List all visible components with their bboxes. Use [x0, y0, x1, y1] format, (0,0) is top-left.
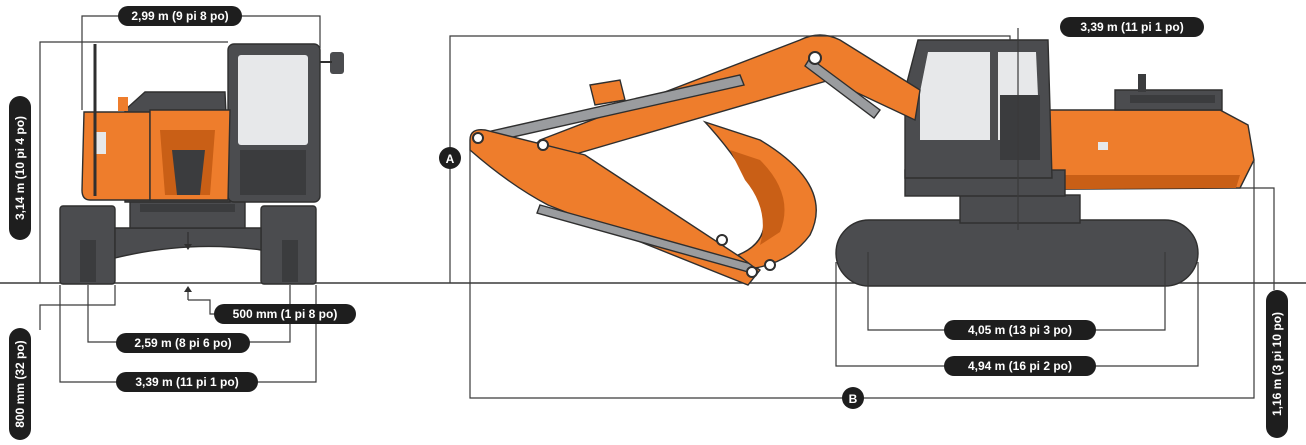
label-tumbler-distance-text: 4,05 m (13 pi 3 po)	[968, 323, 1072, 337]
front-view-excavator	[59, 43, 344, 300]
mirror	[330, 52, 344, 74]
label-machine-width-text: 2,99 m (9 pi 8 po)	[131, 9, 228, 23]
dim-counterweight-clearance	[1236, 187, 1275, 290]
pin-bucket	[746, 266, 758, 278]
label-cab-height: 3,39 m (11 pi 1 po)	[1060, 17, 1204, 37]
boom-cylinder-barrel	[589, 79, 626, 106]
exhaust	[1138, 74, 1146, 92]
bucket-shade	[730, 150, 785, 245]
engine-grille	[1130, 95, 1215, 103]
label-shoe-width-text: 800 mm (32 po)	[13, 340, 27, 427]
label-track-gauge-text: 2,59 m (8 pi 6 po)	[134, 336, 231, 350]
side-track	[835, 219, 1199, 287]
pin-bucket-b	[764, 259, 776, 271]
pin-bucket-link	[716, 234, 728, 246]
boom-lift-cylinder	[804, 56, 881, 119]
label-ground-clearance: 500 mm (1 pi 8 po)	[214, 304, 356, 324]
front-boom	[81, 111, 151, 201]
label-undercarriage-width: 3,39 m (11 pi 1 po)	[116, 372, 258, 392]
pin-arm-boom	[537, 139, 549, 151]
operator-seat	[1000, 95, 1040, 160]
right-track-detail	[282, 240, 298, 282]
label-machine-width: 2,99 m (9 pi 8 po)	[118, 6, 242, 26]
label-track-length: 4,94 m (16 pi 2 po)	[944, 356, 1096, 376]
side-view-excavator	[469, 34, 1255, 287]
label-height-text: 3,14 m (10 pi 4 po)	[13, 116, 27, 220]
front-light	[118, 97, 128, 111]
marker-a-text: A	[446, 152, 455, 166]
left-track-detail	[80, 240, 96, 282]
label-cab-height-text: 3,39 m (11 pi 1 po)	[1080, 20, 1183, 34]
side-carbody	[959, 194, 1081, 224]
marker-b-text: B	[849, 392, 858, 406]
side-cab-window	[920, 52, 990, 140]
dim-ground-clearance	[188, 299, 215, 315]
front-cab-window	[238, 55, 308, 145]
bearing-ring	[140, 204, 235, 212]
dim-height	[39, 41, 228, 283]
label-counterweight-clearance: 1,16 m (3 pi 10 po)	[1266, 290, 1288, 438]
label-undercarriage-width-text: 3,39 m (11 pi 1 po)	[135, 375, 238, 389]
label-track-gauge: 2,59 m (8 pi 6 po)	[116, 333, 250, 353]
label-height: 3,14 m (10 pi 4 po)	[9, 96, 31, 240]
pin-boom-top	[808, 51, 822, 65]
clearance-arrowhead-top	[184, 244, 192, 250]
clearance-arrowhead-bottom	[184, 286, 192, 292]
label-tumbler-distance: 4,05 m (13 pi 3 po)	[944, 320, 1096, 340]
dimension-labels: 2,99 m (9 pi 8 po) 3,14 m (10 pi 4 po) 5…	[9, 6, 1288, 440]
front-cylinder	[172, 150, 205, 195]
dim-shoe-width	[39, 285, 116, 330]
pin-arm-tip	[472, 132, 484, 144]
label-counterweight-clearance-text: 1,16 m (3 pi 10 po)	[1270, 312, 1284, 416]
front-cab-lower	[240, 150, 306, 195]
marker-a: A	[439, 147, 461, 169]
side-light	[1098, 142, 1108, 150]
label-track-length-text: 4,94 m (16 pi 2 po)	[968, 359, 1072, 373]
label-ground-clearance-text: 500 mm (1 pi 8 po)	[233, 307, 338, 321]
label-shoe-width: 800 mm (32 po)	[9, 328, 31, 440]
marker-b: B	[842, 387, 864, 409]
front-lamp	[96, 132, 106, 154]
